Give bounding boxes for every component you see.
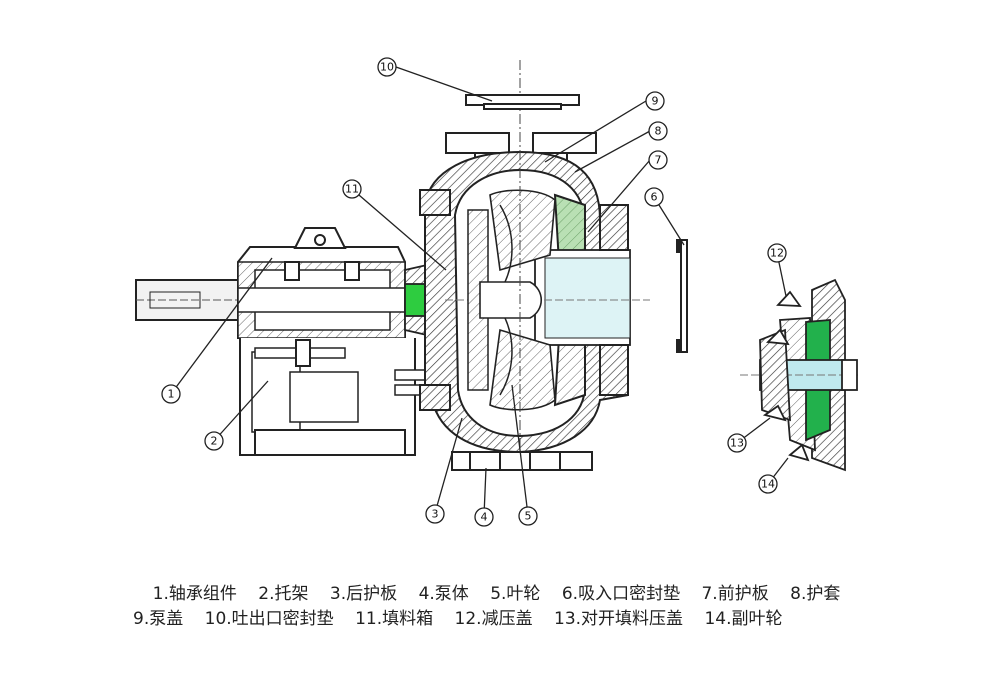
callout-2: 2: [204, 431, 224, 451]
legend-item-11: 11.填料箱: [355, 609, 434, 629]
callout-9: 9: [645, 91, 665, 111]
discharge-gasket: [465, 94, 580, 110]
legend-item-7: 7.前护板: [701, 584, 769, 604]
pump-casing: [419, 60, 650, 471]
svg-text:7: 7: [655, 154, 662, 167]
pump-sectional-diagram: 1 2 3 4 5 6 7 8 9 10 11 12 13 14: [135, 57, 860, 527]
svg-text:11: 11: [345, 183, 359, 196]
legend-item-10: 10.吐出口密封垫: [204, 609, 334, 629]
callout-5: 5: [518, 506, 538, 526]
suction-gasket: [676, 239, 688, 353]
callout-13: 13: [727, 433, 747, 453]
svg-text:5: 5: [525, 510, 532, 523]
callout-3: 3: [425, 504, 445, 524]
legend-item-8: 8.护套: [790, 584, 841, 604]
legend-item-3: 3.后护板: [329, 584, 398, 604]
svg-text:6: 6: [651, 191, 658, 204]
legend-item-12: 12.减压盖: [454, 609, 533, 629]
legend-item-13: 13.对开填料压盖: [554, 609, 684, 629]
callout-8: 8: [648, 121, 668, 141]
callout-6: 6: [644, 187, 664, 207]
legend-item-5: 5.叶轮: [490, 584, 541, 604]
parts-legend-row-1: 1.轴承组件 2.托架 3.后护板 4.泵体 5.叶轮 6.吸入口密封垫 7.前…: [0, 579, 993, 604]
svg-text:8: 8: [655, 125, 662, 138]
leader-lines: [170, 66, 789, 517]
expeller-seal-inset: [740, 278, 860, 472]
legend-item-2: 2.托架: [258, 584, 309, 604]
callout-12: 12: [767, 243, 787, 263]
svg-text:2: 2: [211, 435, 218, 448]
svg-text:10: 10: [380, 61, 394, 74]
svg-text:4: 4: [481, 511, 488, 524]
callout-1: 1: [161, 384, 181, 404]
legend-item-6: 6.吸入口密封垫: [561, 584, 681, 604]
callout-10: 10: [377, 57, 397, 77]
legend-item-1: 1.轴承组件: [152, 584, 237, 604]
svg-text:12: 12: [770, 247, 784, 260]
parts-legend-row-2: 9.泵盖 10.吐出口密封垫 11.填料箱 12.减压盖 13.对开填料压盖 1…: [0, 604, 993, 629]
bearing-frame: [135, 227, 456, 456]
svg-text:14: 14: [761, 478, 775, 491]
svg-text:3: 3: [432, 508, 439, 521]
svg-text:13: 13: [730, 437, 744, 450]
legend-item-14: 14.副叶轮: [704, 609, 783, 629]
callout-4: 4: [474, 507, 494, 527]
svg-text:9: 9: [652, 95, 659, 108]
legend-item-4: 4.泵体: [418, 584, 469, 604]
svg-text:1: 1: [168, 388, 175, 401]
callout-11: 11: [342, 179, 362, 199]
callout-14: 14: [758, 474, 778, 494]
callout-7: 7: [648, 150, 668, 170]
legend-item-9: 9.泵盖: [133, 609, 184, 629]
